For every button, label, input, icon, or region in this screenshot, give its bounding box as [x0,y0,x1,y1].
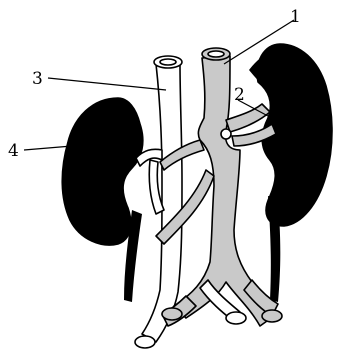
right-ureter [268,196,280,302]
inferior-vena-cava [174,56,274,326]
leader-line-3 [48,78,166,90]
label-2: 2 [234,85,245,105]
label-4: 4 [8,141,19,161]
iliac-artery-crossing-end [226,312,246,324]
leader-line-4 [24,146,72,150]
ivc-lumen [208,51,224,57]
aorta-lumen [160,59,176,65]
renal-junction-node [221,129,231,139]
label-1: 1 [290,7,301,27]
right-iliac-vein-end [262,310,282,322]
label-3: 3 [32,69,43,89]
left-iliac-vein-end [162,308,182,320]
left-iliac-artery-end [135,336,155,348]
